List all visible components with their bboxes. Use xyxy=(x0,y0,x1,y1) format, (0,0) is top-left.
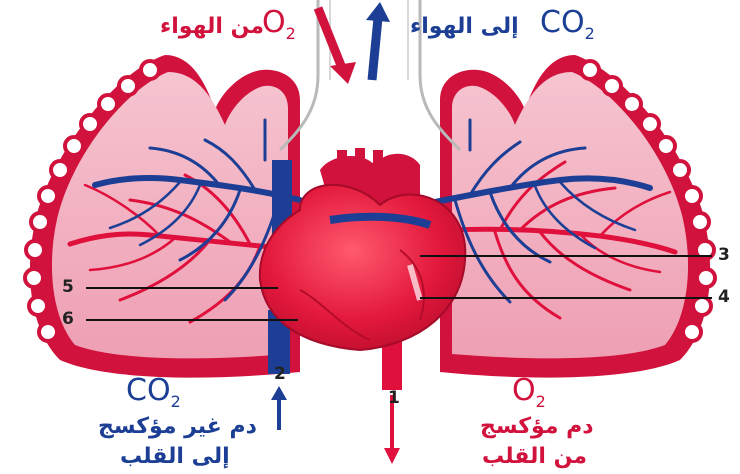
label-number-2: 2 xyxy=(274,366,286,383)
label-number-4: 4 xyxy=(718,289,730,306)
air-out-label: إلى الهواء xyxy=(410,16,519,38)
left-lung xyxy=(30,55,300,378)
co2-top-formula: CO2 xyxy=(540,8,595,42)
deoxygenated-blood-label: دم غير مؤكسج xyxy=(98,416,257,438)
oxygenated-blood-label: دم مؤكسج xyxy=(480,416,594,438)
o2-top-formula: O2 xyxy=(262,8,296,42)
label-number-1: 1 xyxy=(388,390,400,407)
to-heart-label: إلى القلب xyxy=(120,446,230,468)
air-in-label: من الهواء xyxy=(160,16,264,38)
co2-bottom-formula: CO2 xyxy=(126,376,181,410)
blood-to-heart-arrow xyxy=(271,386,287,430)
o2-bottom-formula: O2 xyxy=(512,376,546,410)
from-heart-label: من القلب xyxy=(482,446,587,468)
o2-in-arrow xyxy=(318,8,356,84)
label-number-6: 6 xyxy=(62,311,74,328)
co2-out-arrow xyxy=(366,2,390,80)
label-number-5: 5 xyxy=(62,279,74,296)
label-number-3: 3 xyxy=(718,247,730,264)
right-lung xyxy=(440,55,710,378)
